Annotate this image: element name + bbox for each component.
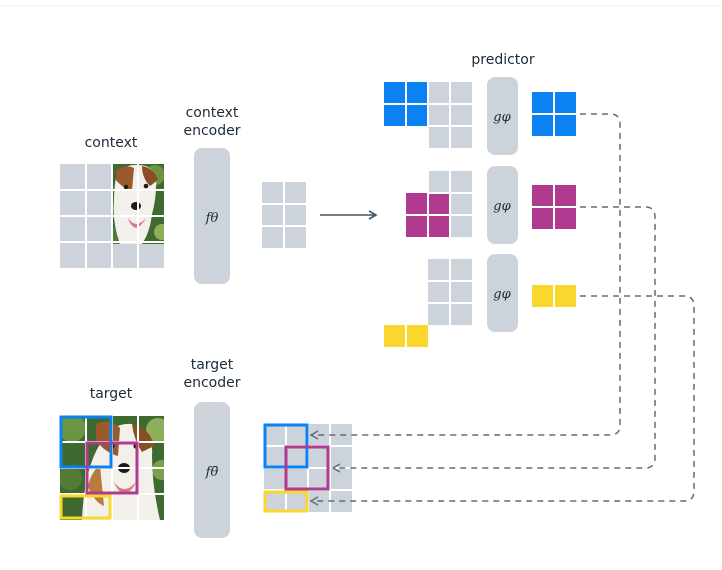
prediction-magenta <box>532 185 576 229</box>
target-encoder-label-line2: encoder <box>183 375 240 391</box>
prediction-blue <box>532 92 576 136</box>
target-embedding-magenta-outline <box>284 445 330 491</box>
predictor-label: predictor <box>471 52 534 68</box>
predictor-input-1 <box>384 82 472 148</box>
predictor-input-3 <box>384 259 472 347</box>
predictor-block-3: gφ <box>487 254 518 332</box>
target-encoder: fθ̄ <box>194 402 230 538</box>
predictor-block-2: gφ <box>487 166 518 244</box>
predictor-input-2 <box>406 171 472 237</box>
target-encoder-fn: fθ̄ <box>205 465 219 480</box>
prediction-yellow <box>532 285 576 307</box>
target-encoder-label-line1: target <box>191 357 234 373</box>
target-image <box>59 415 164 520</box>
context-encoder-label-line2: encoder <box>183 123 240 139</box>
context-image <box>60 164 164 268</box>
context-encoder: fθ <box>194 148 230 284</box>
context-embeddings <box>262 182 306 248</box>
target-block-yellow-outline <box>59 494 112 520</box>
dashed-connector-blue <box>309 113 621 440</box>
predictor-fn-2: gφ <box>493 199 511 214</box>
dashed-connector-yellow <box>309 295 695 506</box>
target-embeddings <box>263 423 352 513</box>
predictor-block-1: gφ <box>487 77 518 155</box>
target-label: target <box>90 386 133 402</box>
predictor-fn-1: gφ <box>493 110 511 125</box>
context-label: context <box>85 135 138 151</box>
context-encoder-label-line1: context <box>186 105 239 121</box>
target-block-magenta-outline <box>85 441 139 495</box>
context-encoder-fn: fθ <box>205 211 219 226</box>
dog-photo-icon <box>112 164 164 244</box>
predictor-fn-3: gφ <box>493 287 511 302</box>
dashed-connector-magenta <box>331 206 656 473</box>
target-embedding-yellow-outline <box>263 490 309 513</box>
